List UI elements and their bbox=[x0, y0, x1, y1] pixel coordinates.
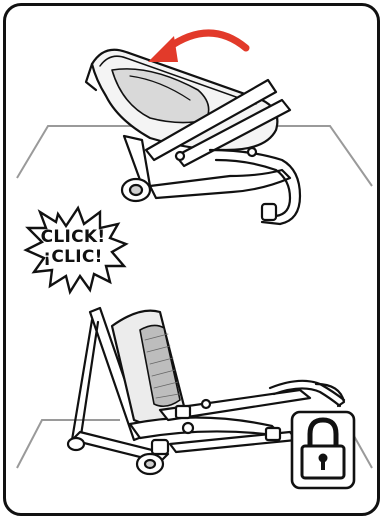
padlock-icon bbox=[290, 410, 356, 490]
callout-line-1: CLICK! bbox=[40, 227, 106, 247]
click-callout: CLICK! ¡CLIC! bbox=[20, 227, 126, 267]
mesh-pattern bbox=[144, 333, 180, 399]
folded-seat-drawing bbox=[84, 48, 302, 226]
callout-line-2: ¡CLIC! bbox=[43, 247, 103, 267]
unfolded-seat-drawing bbox=[66, 306, 346, 476]
curved-rotate-arrow-icon bbox=[148, 29, 250, 62]
click-starburst bbox=[23, 205, 129, 296]
